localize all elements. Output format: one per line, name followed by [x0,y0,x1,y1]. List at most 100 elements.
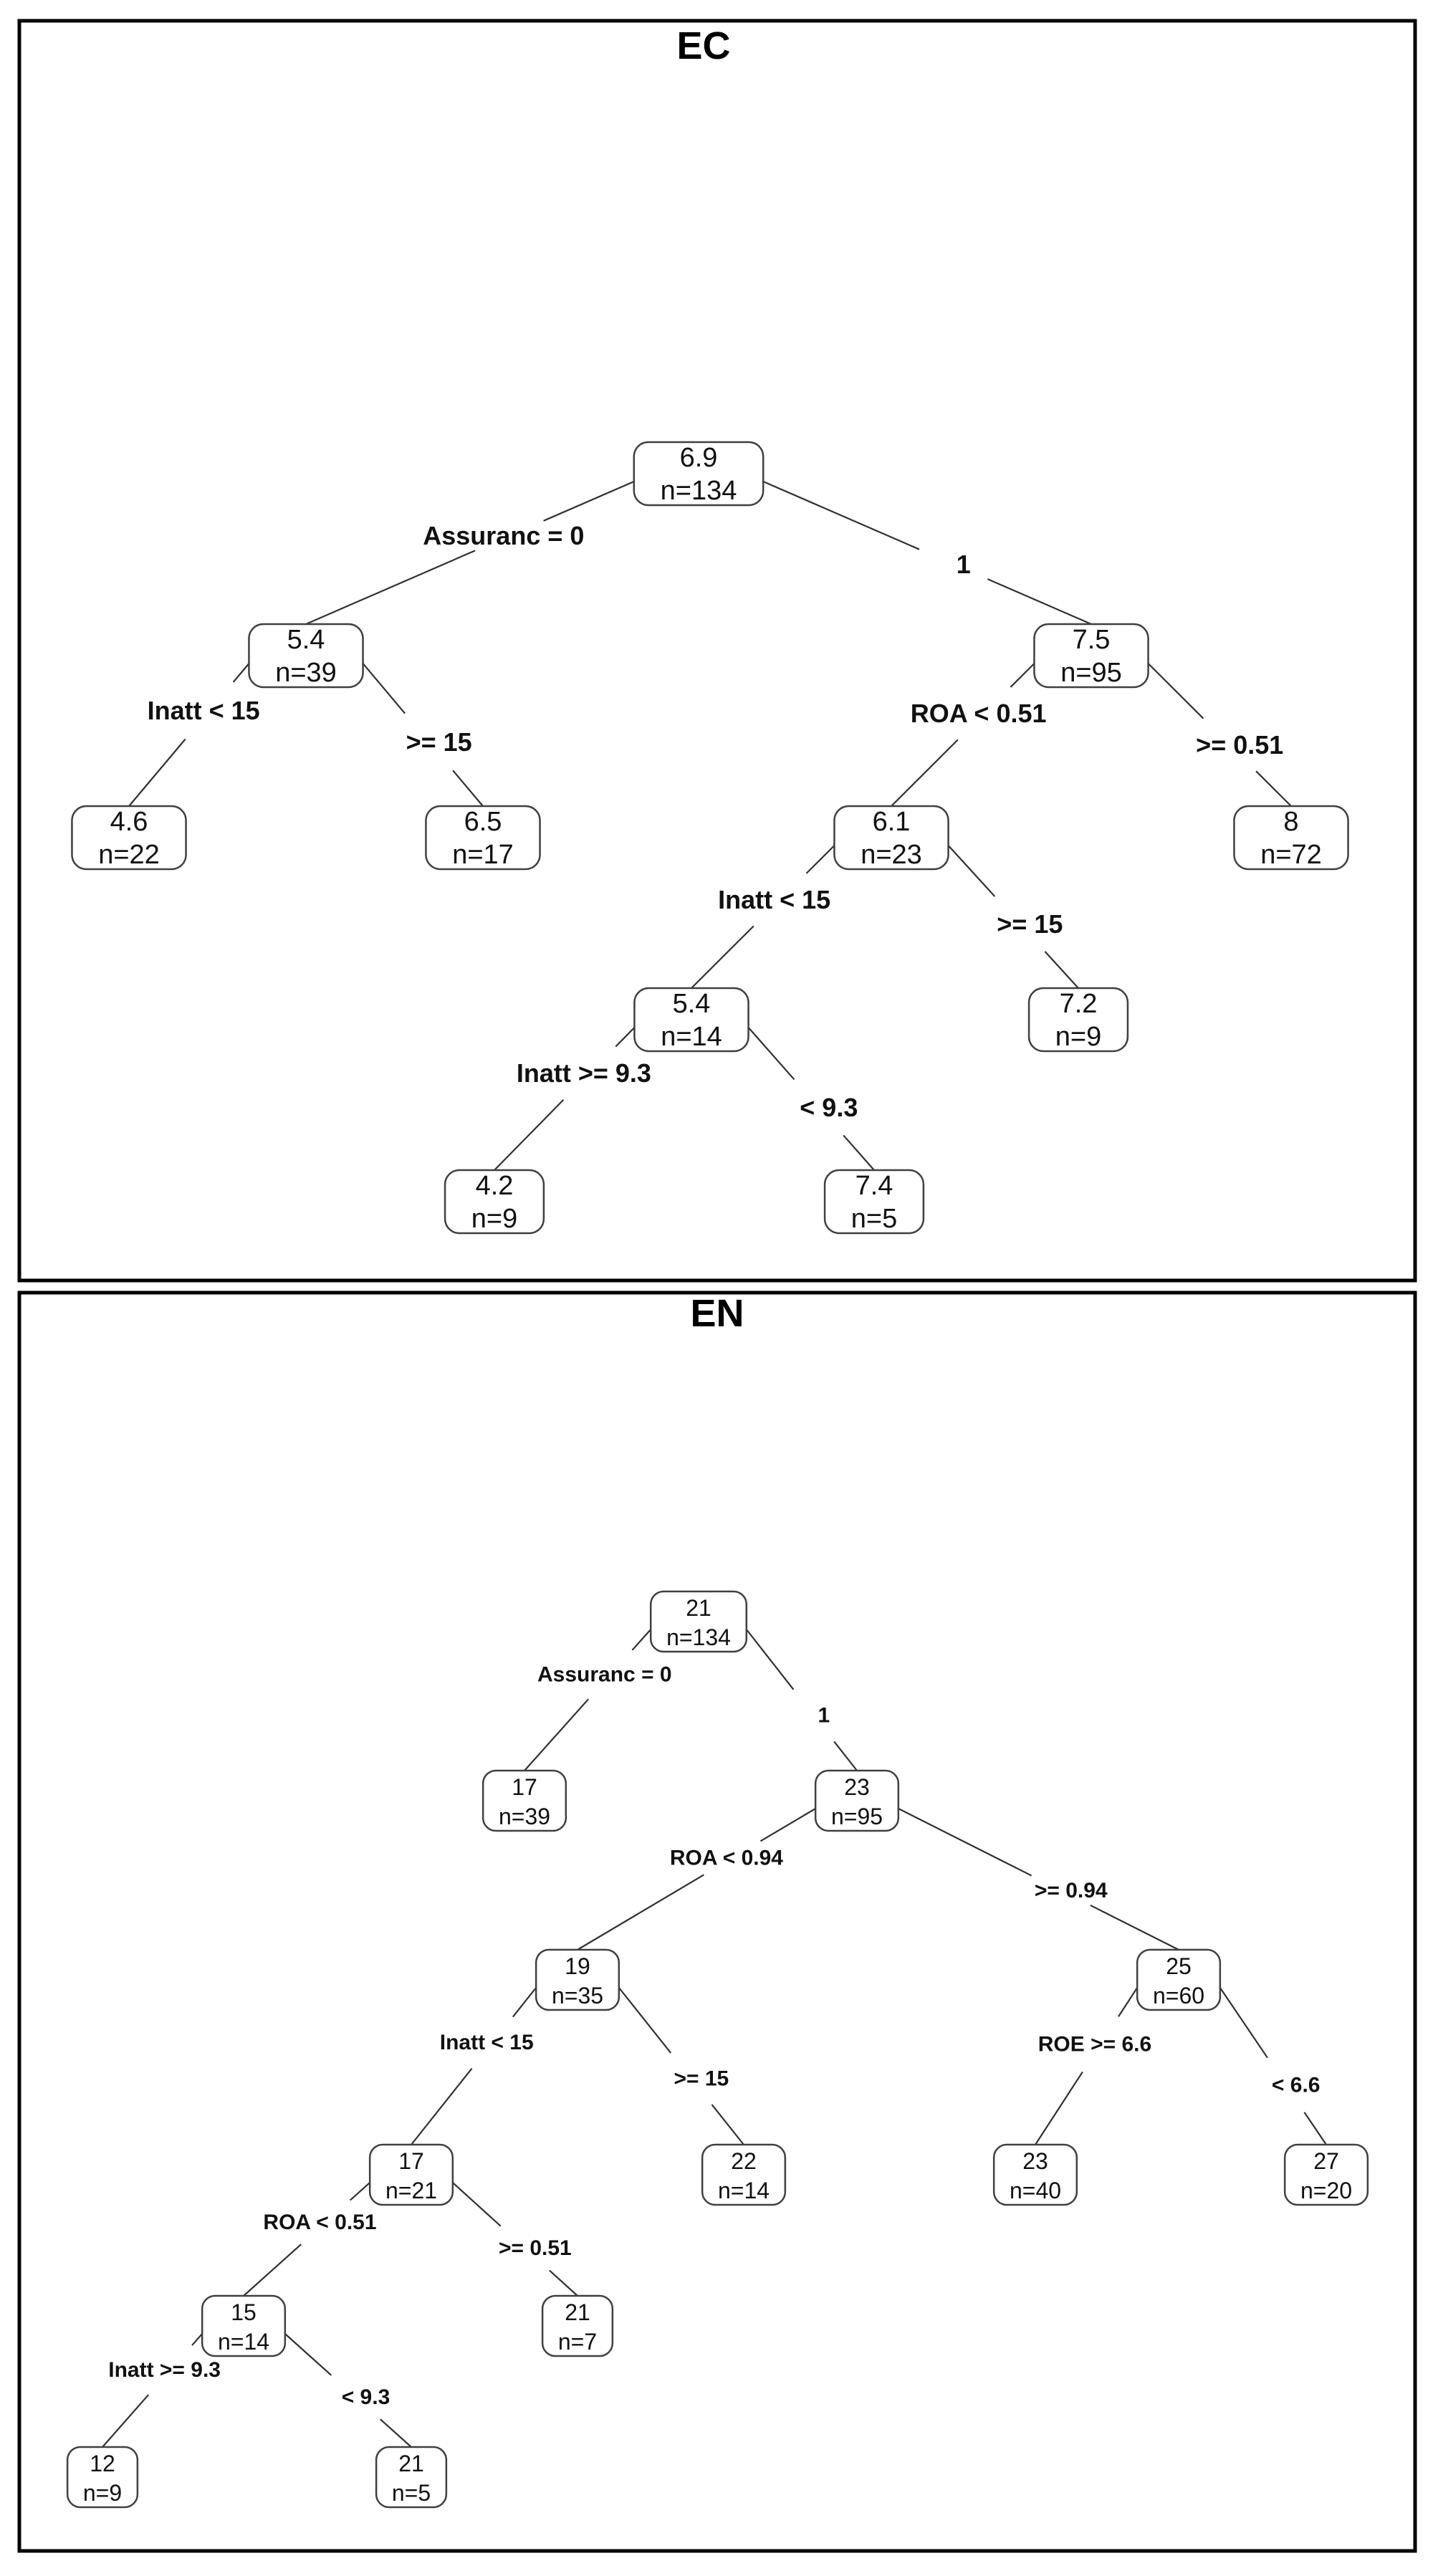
en-panel-title: EN [690,1292,744,1335]
tree-node-box [368,2143,454,2206]
tree-node-value: 17 [398,2148,424,2174]
tree-node-box [1033,623,1149,689]
tree-edge [191,2333,203,2346]
tree-node-box [535,1948,620,2011]
tree-node-box [814,1769,900,1832]
tree-edge [1035,2071,1083,2145]
tree-edge [1219,1987,1268,2059]
tree-edge [1147,663,1204,719]
tree-node-value: 21 [398,2451,424,2476]
tree-edge [524,1698,589,1771]
tree-node-value: 19 [565,1953,590,1979]
tree-node-box [1136,1948,1222,2011]
tree-edge-label: Assuranc = 0 [423,521,584,550]
tree-node-box [481,1769,567,1832]
tree-node-count: n=60 [1153,1983,1204,2008]
tree-edge [618,1987,672,2054]
tree-node-count: n=21 [385,2178,437,2203]
tree-edge [833,1741,858,1771]
tree-edge [805,845,835,874]
tree-edge-label: ROA < 0.51 [911,699,1047,728]
tree-edge [891,739,959,807]
tree-node-box [71,805,187,871]
tree-edge-label: >= 0.51 [1196,730,1283,760]
tree-node-value: 7.2 [1060,989,1098,1019]
tree-edge [243,2244,302,2297]
tree-node-count: n=39 [275,658,337,688]
tree-edge-label: < 9.3 [800,1093,858,1122]
tree-edge [1118,1987,1139,2017]
tree-edge-label: >= 15 [406,727,472,757]
tree-node-box [66,2446,139,2509]
tree-node-box [201,2294,287,2357]
tree-node-count: n=22 [98,840,160,870]
tree-node-count: n=5 [392,2480,431,2506]
tree-node-box [649,1590,748,1653]
tree-edge [615,1027,636,1048]
tree-node-count: n=134 [666,1624,731,1650]
tree-edge [494,1099,565,1171]
tree-node-box [992,2143,1078,2206]
tree-edge [305,550,476,626]
tree-node-count: n=9 [471,1204,517,1234]
tree-node-value: 17 [512,1774,537,1800]
tree-node-count: n=14 [218,2329,269,2355]
tree-edge-label: ROA < 0.94 [670,1846,783,1869]
tree-edge-label: Inatt >= 9.3 [108,2358,221,2382]
tree-edge [452,2182,502,2227]
tree-node-value: 6.5 [464,807,502,837]
tree-node-count: n=14 [661,1022,722,1052]
tree-edge [1044,951,1079,989]
tree-edge [512,1987,537,2018]
tree-node-count: n=9 [83,2480,122,2506]
tree-edge [898,1808,1032,1877]
tree-edge [711,2104,744,2145]
tree-edge [691,925,754,989]
tree-node-count: n=39 [499,1804,550,1829]
tree-edge [379,2418,412,2448]
tree-edge [631,1629,652,1651]
tree-edge [987,578,1092,626]
tree-node-count: n=20 [1300,2178,1352,2203]
tree-node-value: 23 [844,1774,870,1800]
tree-edge-label: Inatt >= 9.3 [517,1058,651,1088]
tree-node-count: n=23 [861,840,922,870]
tree-node-value: 7.4 [856,1171,893,1201]
tree-node-value: 5.4 [673,989,711,1019]
tree-edge-label: Inatt < 15 [440,2031,534,2054]
tree-node-box [633,987,749,1053]
tree-node-value: 4.2 [476,1171,514,1201]
tree-edge [1255,770,1292,807]
tree-node-box [1283,2143,1369,2206]
tree-node-box [425,805,541,871]
ec-panel-title: EC [676,24,730,67]
tree-node-count: n=17 [452,840,514,870]
tree-node-count: n=9 [1055,1022,1101,1052]
tree-node-value: 21 [686,1595,711,1621]
tree-edge [745,1629,795,1690]
tree-node-count: n=40 [1010,2178,1061,2203]
tree-edge-label: 1 [957,550,971,579]
tree-node-value: 7.5 [1073,625,1111,655]
tree-edge [577,1874,704,1950]
tree-edge [843,1134,875,1171]
en-panel-frame [17,1291,1417,2553]
tree-node-value: 25 [1166,1953,1192,1979]
tree-edge-label: >= 15 [674,2067,729,2091]
tree-node-box [375,2446,448,2509]
tree-node-box [823,1169,925,1235]
tree-node-count: n=72 [1260,840,1322,870]
tree-node-box [701,2143,787,2206]
tree-node-box [1027,987,1129,1053]
tree-node-value: 6.9 [680,443,718,473]
tree-edge [549,2269,578,2297]
tree-node-value: 5.4 [287,625,325,655]
tree-edge-label: ROE >= 6.6 [1038,2032,1151,2056]
tree-edge [1090,1904,1179,1950]
tree-node-count: n=14 [718,2178,770,2203]
tree-edge [747,1027,795,1081]
tree-edge [128,738,186,807]
